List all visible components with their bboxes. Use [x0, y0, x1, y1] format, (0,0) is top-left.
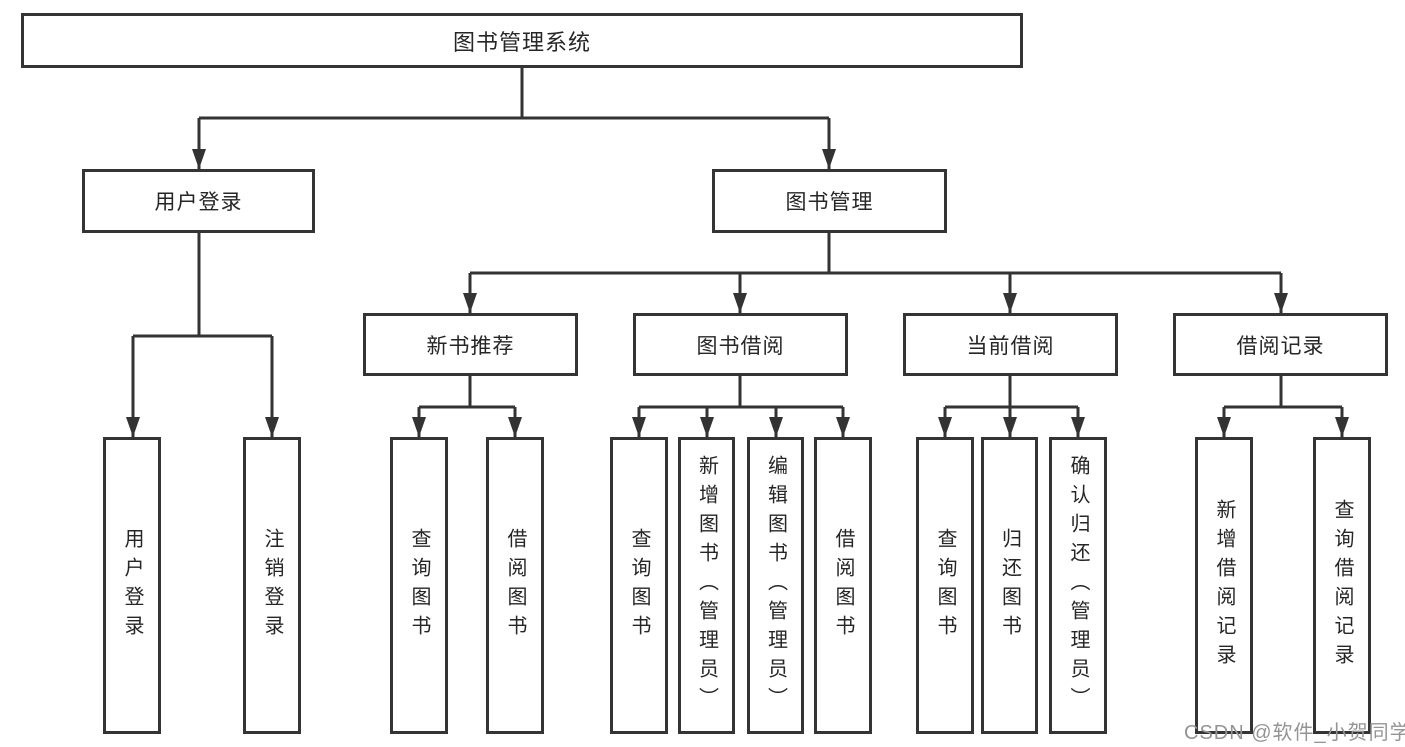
leaf-edit-book-label: 编辑图书（管理员）: [764, 455, 787, 716]
leaf-query-book-rec: 查询图书: [390, 437, 448, 734]
leaf-query-book-borrow-label: 查询图书: [628, 527, 650, 644]
node-book-borrow-label: 图书借阅: [696, 334, 785, 358]
leaf-borrow-book: 借阅图书: [814, 437, 872, 734]
leaf-query-book-current: 查询图书: [916, 437, 974, 734]
leaf-add-book: 新增图书（管理员）: [678, 437, 735, 734]
leaf-add-book-label: 新增图书（管理员）: [695, 455, 718, 716]
leaf-borrow-book-rec-label: 借阅图书: [504, 527, 526, 644]
node-new-book-rec: 新书推荐: [363, 313, 578, 376]
node-current-borrow: 当前借阅: [903, 313, 1118, 376]
leaf-borrow-book-label: 借阅图书: [832, 527, 854, 644]
leaf-add-borrow-record: 新增借阅记录: [1195, 437, 1253, 734]
leaf-query-book-current-label: 查询图书: [934, 527, 956, 644]
node-user-login: 用户登录: [82, 169, 315, 233]
leaf-user-login-label: 用户登录: [121, 527, 143, 644]
leaf-query-borrow-record-label: 查询借阅记录: [1331, 498, 1353, 673]
node-book-borrow: 图书借阅: [633, 313, 848, 376]
node-root: 图书管理系统: [21, 13, 1023, 68]
leaf-query-book-rec-label: 查询图书: [408, 527, 430, 644]
leaf-edit-book: 编辑图书（管理员）: [747, 437, 804, 734]
csdn-watermark: CSDN @软件_小贺同学: [1184, 722, 1405, 744]
node-borrow-record: 借阅记录: [1173, 313, 1388, 376]
branch-borrow-record: [1224, 376, 1342, 409]
node-book-mgmt-label: 图书管理: [785, 191, 874, 214]
leaf-query-book-borrow: 查询图书: [610, 437, 668, 734]
node-new-book-rec-label: 新书推荐: [426, 334, 515, 358]
branch-root: [199, 68, 829, 120]
leaf-return-book: 归还图书: [981, 437, 1038, 734]
leaf-confirm-return: 确认归还（管理员）: [1049, 437, 1107, 734]
leaf-return-book-label: 归还图书: [998, 527, 1021, 644]
node-current-borrow-label: 当前借阅: [966, 334, 1055, 358]
node-borrow-record-label: 借阅记录: [1236, 334, 1325, 358]
node-root-label: 图书管理系统: [452, 29, 591, 55]
branch-book-mgmt: [470, 233, 1281, 275]
branch-current-borrow: [945, 376, 1078, 409]
leaf-user-login: 用户登录: [103, 437, 161, 734]
leaf-add-borrow-record-label: 新增借阅记录: [1213, 498, 1235, 673]
leaf-logout-label: 注销登录: [261, 527, 283, 644]
branch-user-login: [133, 233, 272, 338]
leaf-confirm-return-label: 确认归还（管理员）: [1067, 455, 1089, 716]
leaf-borrow-book-rec: 借阅图书: [486, 437, 544, 734]
node-book-mgmt: 图书管理: [712, 169, 947, 233]
branch-new-book-rec: [419, 376, 515, 409]
branch-book-borrow: [639, 376, 843, 409]
node-user-login-label: 用户登录: [154, 191, 243, 214]
leaf-query-borrow-record: 查询借阅记录: [1313, 437, 1371, 734]
leaf-logout: 注销登录: [243, 437, 301, 734]
